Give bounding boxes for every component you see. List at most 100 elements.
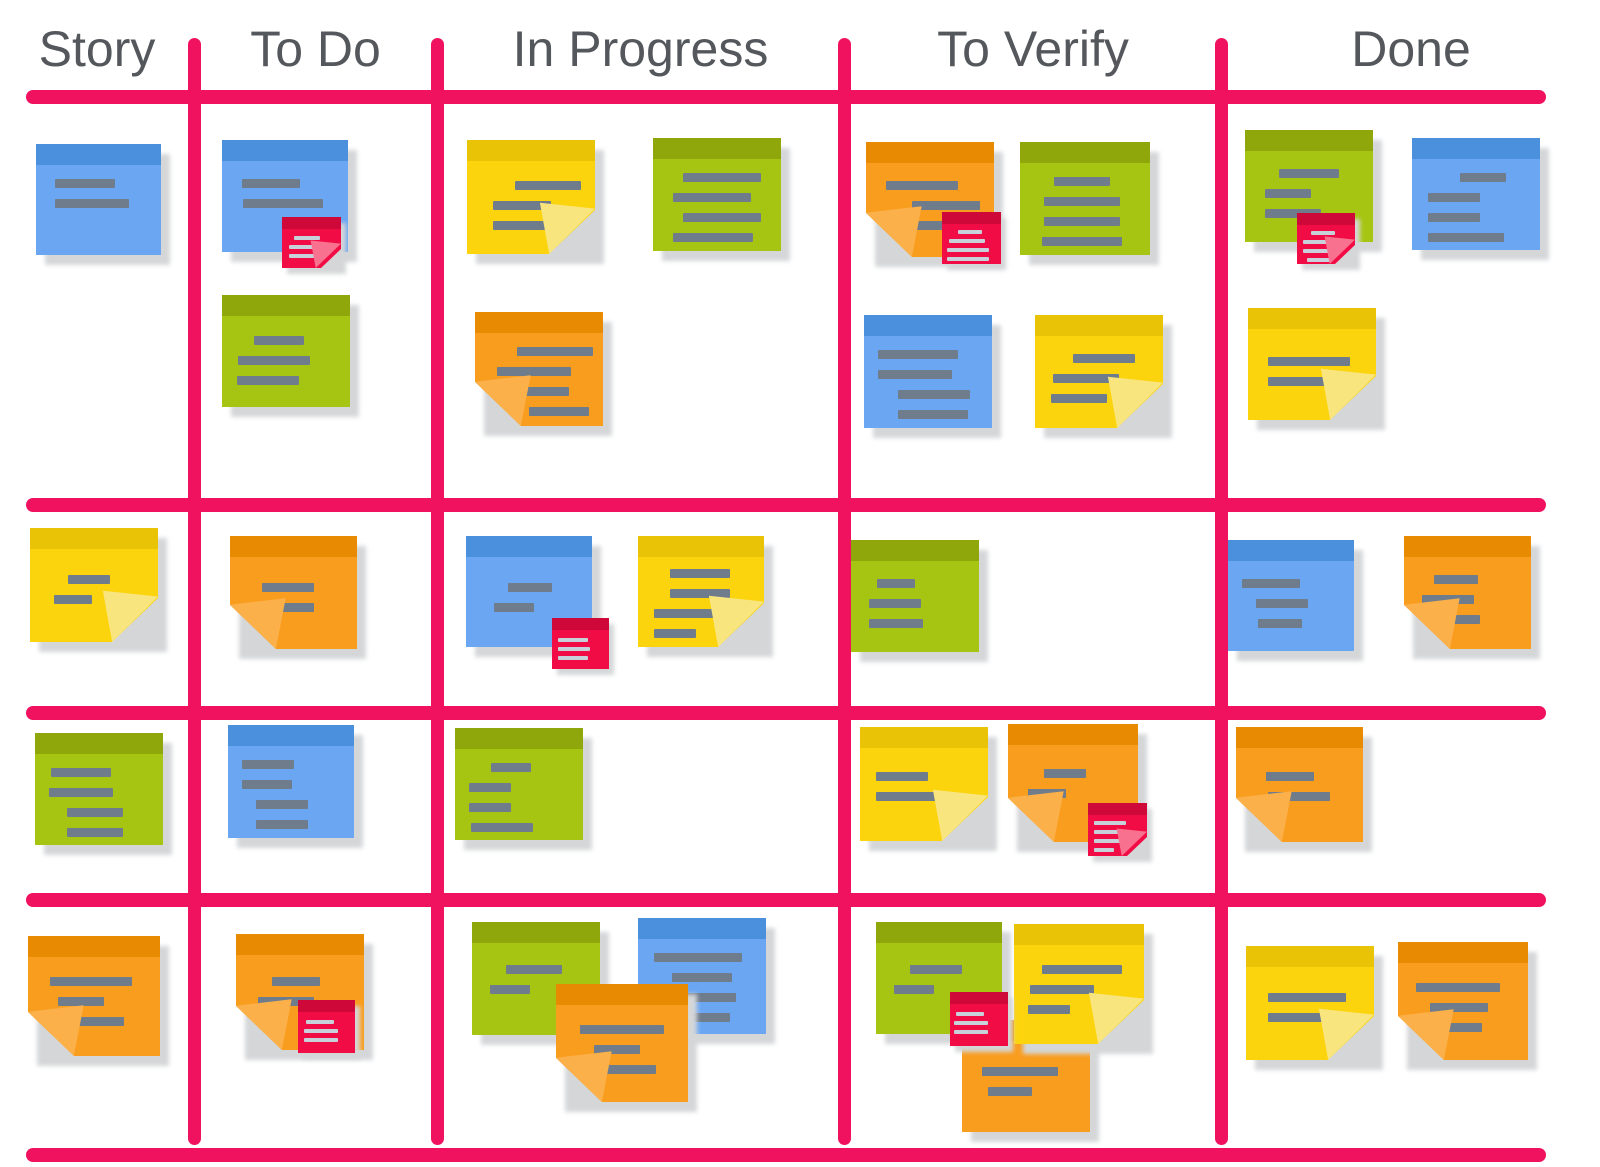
sticky-note-orange[interactable] [1008, 724, 1147, 852]
note-text-line [515, 181, 581, 190]
note-text-line [494, 603, 534, 612]
note-body [455, 728, 583, 840]
note-text-line [954, 1030, 988, 1034]
sticky-note-yellow[interactable] [1248, 308, 1385, 430]
sticky-note-yellow[interactable] [1035, 315, 1172, 438]
note-header-strip [30, 528, 158, 549]
sticky-note-blue[interactable] [1412, 138, 1549, 260]
note-text-line [1268, 357, 1350, 366]
sticky-note-red[interactable] [282, 217, 346, 274]
note-text-line [1265, 189, 1311, 198]
note-body [228, 725, 354, 838]
sticky-note-blue[interactable] [228, 725, 363, 848]
note-text-line [49, 788, 113, 797]
note-text-line [988, 1087, 1032, 1096]
note-text-line [1268, 1013, 1346, 1022]
note-text-line [256, 820, 308, 829]
sticky-note-red[interactable] [298, 1000, 360, 1059]
note-header-strip [230, 536, 357, 557]
note-text-line [654, 609, 716, 618]
sticky-note-blue[interactable] [36, 144, 170, 265]
sticky-note-orange[interactable] [28, 936, 169, 1066]
sticky-note-blue[interactable] [1228, 540, 1363, 661]
note-text-line [289, 254, 321, 258]
note-text-line [672, 1013, 730, 1022]
sticky-note-orange[interactable] [1236, 727, 1372, 852]
sticky-note-red[interactable] [942, 212, 1006, 270]
note-header-strip [1248, 308, 1376, 329]
note-header-strip [860, 727, 988, 748]
sticky-note-orange[interactable] [1404, 536, 1540, 659]
sticky-note-green[interactable] [222, 295, 359, 417]
sticky-note-yellow[interactable] [638, 536, 773, 657]
sticky-note-blue[interactable] [864, 315, 1001, 438]
sticky-note-yellow[interactable] [467, 140, 604, 264]
note-text-line [1094, 821, 1126, 825]
note-text-line [1258, 619, 1302, 628]
grid-line-horizontal-bottom [26, 1148, 1546, 1162]
column-header-to-verify: To Verify [937, 21, 1129, 77]
note-text-line [982, 1067, 1058, 1076]
note-text-line [491, 763, 531, 772]
note-body [864, 315, 992, 428]
sticky-note-yellow[interactable] [860, 727, 997, 851]
sticky-note-green[interactable] [455, 728, 592, 850]
note-text-line [304, 1038, 338, 1042]
note-text-line [654, 953, 742, 962]
note-header-strip [851, 540, 979, 561]
sticky-note-orange[interactable] [475, 312, 612, 436]
grid-line-horizontal-header [26, 90, 1546, 104]
sticky-note-green[interactable] [1020, 142, 1159, 265]
sticky-note-green[interactable] [35, 733, 172, 855]
grid-line-vertical-4 [1215, 38, 1228, 1145]
note-text-line [529, 407, 589, 416]
note-text-line [58, 997, 104, 1006]
note-text-line [1430, 1003, 1488, 1012]
note-text-line [898, 410, 968, 419]
note-header-strip [222, 295, 350, 316]
sticky-note-orange[interactable] [230, 536, 366, 659]
sticky-note-green[interactable] [851, 540, 988, 662]
sticky-note-red[interactable] [1088, 803, 1152, 862]
note-header-strip [876, 922, 1002, 943]
note-text-line [506, 965, 562, 974]
note-body [36, 144, 161, 255]
grid-line-vertical-2 [431, 38, 444, 1145]
note-text-line [1044, 217, 1120, 226]
note-text-line [50, 977, 132, 986]
note-header-strip [475, 312, 603, 333]
note-text-line [1073, 354, 1135, 363]
sticky-note-green[interactable] [653, 138, 790, 261]
note-header-strip [298, 1000, 355, 1012]
note-text-line [1266, 772, 1314, 781]
note-body [1398, 942, 1528, 1060]
note-text-line [558, 647, 590, 651]
sticky-note-red[interactable] [1297, 213, 1360, 270]
note-header-strip [236, 934, 364, 955]
sticky-note-yellow[interactable] [30, 528, 167, 652]
note-body [35, 733, 163, 845]
note-body [222, 295, 350, 407]
note-text-line [1044, 769, 1086, 778]
note-text-line [238, 356, 310, 365]
note-body [653, 138, 781, 251]
sticky-note-yellow[interactable] [1246, 946, 1383, 1070]
note-body [556, 984, 688, 1102]
note-header-strip [552, 618, 609, 630]
sticky-note-yellow[interactable] [1014, 924, 1153, 1054]
note-text-line [242, 760, 294, 769]
sticky-note-red[interactable] [950, 992, 1013, 1052]
sticky-note-orange[interactable] [556, 984, 697, 1112]
sticky-note-orange[interactable] [1398, 942, 1537, 1070]
column-header-story: Story [38, 21, 156, 77]
note-body [467, 140, 595, 254]
note-text-line [1256, 599, 1308, 608]
note-header-strip [1088, 803, 1147, 815]
sticky-note-red[interactable] [552, 618, 614, 675]
sticky-note-blue[interactable] [222, 140, 357, 262]
note-text-line [878, 370, 952, 379]
note-text-line [886, 181, 958, 190]
note-text-line [1044, 197, 1120, 206]
note-text-line [1265, 209, 1321, 218]
note-text-line [1051, 394, 1107, 403]
